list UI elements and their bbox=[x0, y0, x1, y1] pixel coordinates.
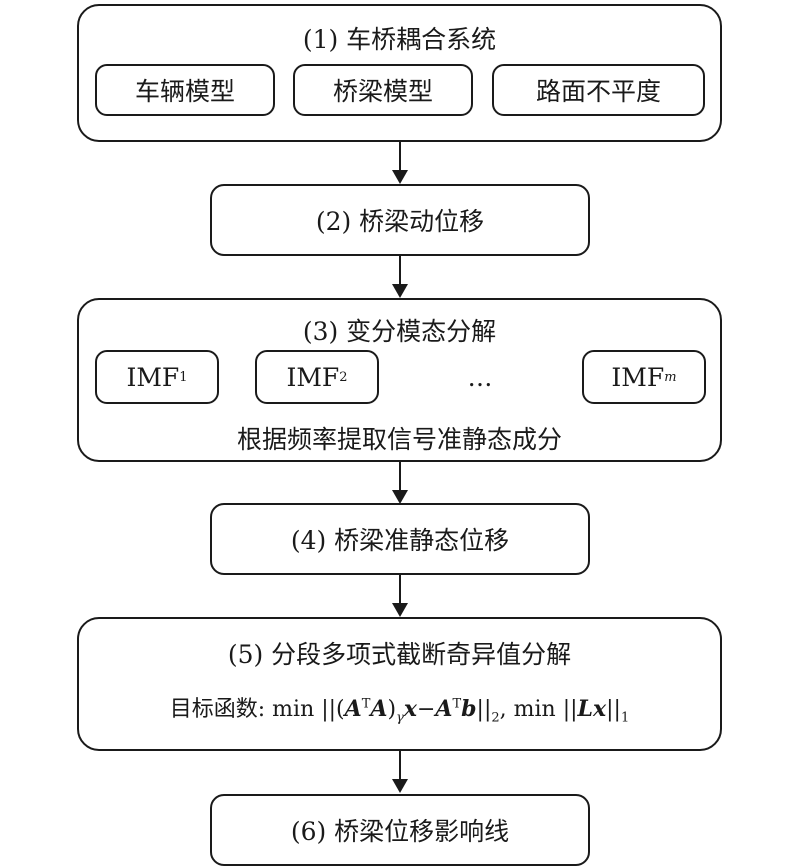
formula-sub1: 1 bbox=[620, 710, 630, 726]
step5-title: (5) 分段多项式截断奇异值分解 bbox=[227, 640, 572, 669]
step3-note: 根据频率提取信号准静态成分 bbox=[236, 425, 562, 454]
step3-title: (3) 变分模态分解 bbox=[302, 317, 497, 346]
step5-box: (5) 分段多项式截断奇异值分解 目标函数: min ||(ATA)γx−ATb… bbox=[77, 617, 722, 751]
formula-prefix: 目标函数: min ||( bbox=[169, 697, 345, 722]
step4-title: (4) 桥梁准静态位移 bbox=[290, 526, 510, 555]
arrow-3-4 bbox=[399, 462, 401, 490]
imf-m-base: IMF bbox=[611, 362, 665, 392]
imf-1-base: IMF bbox=[126, 362, 180, 392]
formula-minus: − bbox=[416, 697, 436, 722]
arrow-1-2 bbox=[399, 142, 401, 170]
arrowhead-5-6 bbox=[392, 779, 408, 793]
arrow-4-5 bbox=[399, 575, 401, 603]
arrowhead-4-5 bbox=[392, 603, 408, 617]
step2-box: (2) 桥梁动位移 bbox=[210, 184, 590, 256]
imf-2-sub: 2 bbox=[339, 369, 348, 385]
arrow-2-3 bbox=[399, 256, 401, 284]
step2-title: (2) 桥梁动位移 bbox=[315, 207, 485, 236]
step6-title: (6) 桥梁位移影响线 bbox=[290, 817, 510, 846]
arrowhead-3-4 bbox=[392, 490, 408, 504]
formula-gamma: γ bbox=[396, 710, 404, 726]
arrowhead-1-2 bbox=[392, 170, 408, 184]
imf-ellipsis: … bbox=[467, 362, 493, 392]
arrowhead-2-3 bbox=[392, 284, 408, 298]
objective-formula: 目标函数: min ||(ATA)γx−ATb||2, min ||Lx||1 bbox=[169, 696, 630, 726]
formula-sep: , min || bbox=[499, 697, 578, 722]
bridge-model-box: 桥梁模型 bbox=[293, 64, 473, 116]
imf-2-base: IMF bbox=[286, 362, 340, 392]
arrow-5-6 bbox=[399, 751, 401, 779]
vehicle-model-box: 车辆模型 bbox=[95, 64, 275, 116]
imf-m-sub: m bbox=[664, 369, 677, 385]
formula-sub2: 2 bbox=[491, 710, 500, 726]
imf-1-sub: 1 bbox=[179, 369, 188, 385]
step6-box: (6) 桥梁位移影响线 bbox=[210, 794, 590, 866]
step1-title: (1) 车桥耦合系统 bbox=[302, 25, 497, 54]
step4-box: (4) 桥梁准静态位移 bbox=[210, 503, 590, 575]
road-roughness-box: 路面不平度 bbox=[492, 64, 705, 116]
